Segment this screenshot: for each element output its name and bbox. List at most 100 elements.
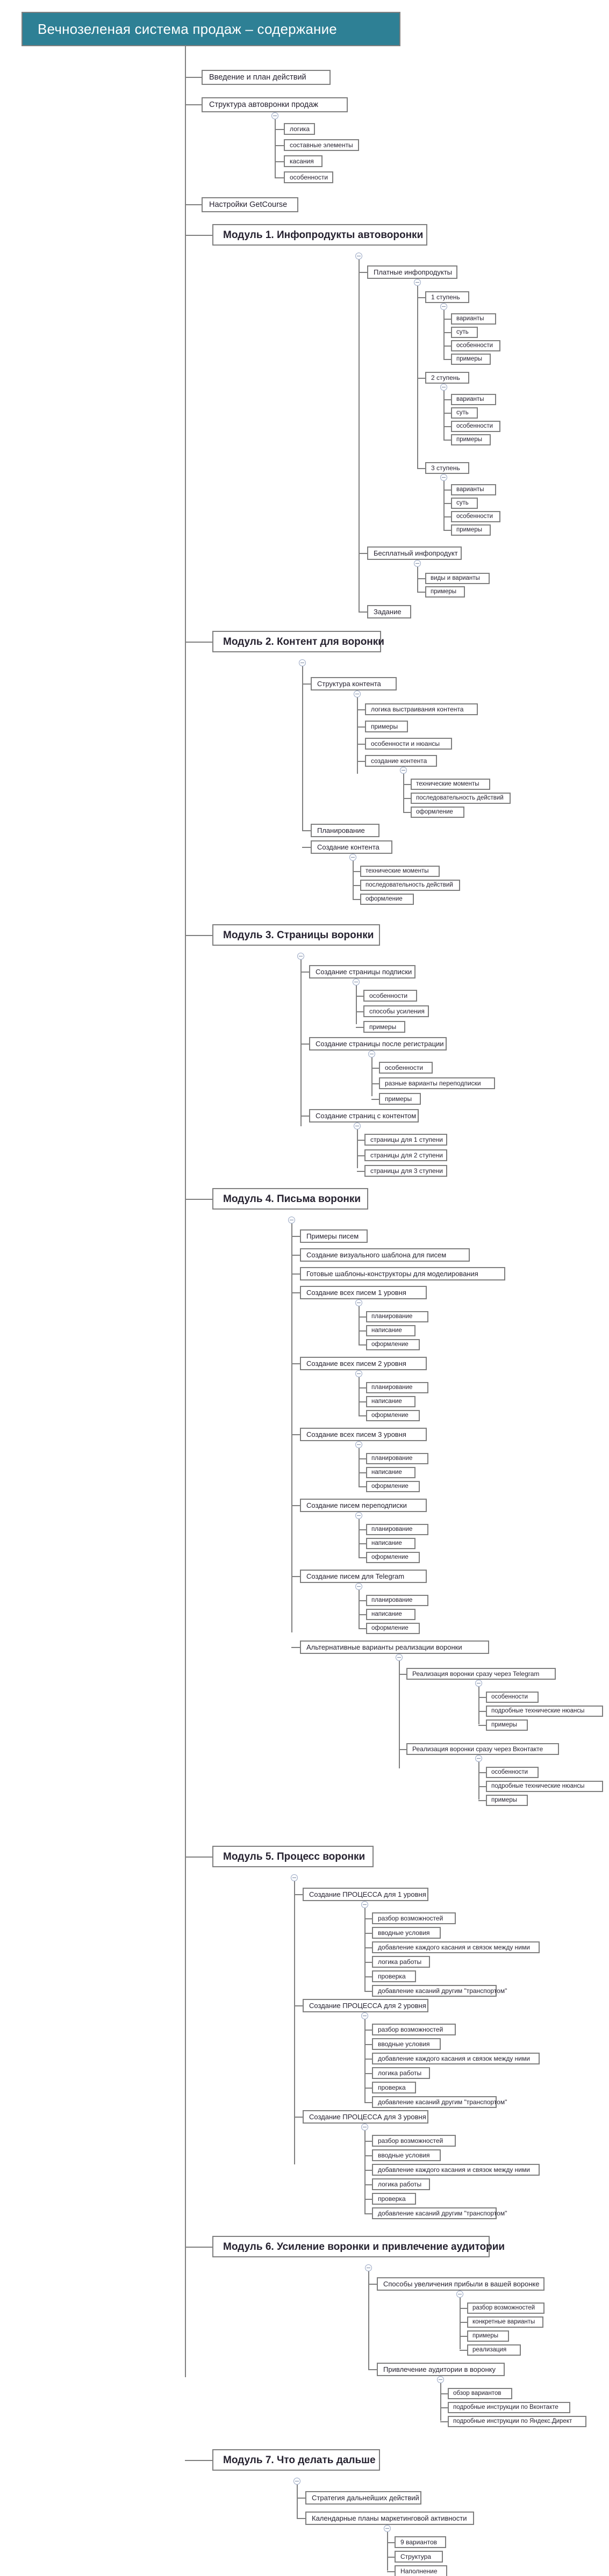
node-letter-design[interactable]: оформление (366, 1481, 420, 1492)
node-module-6[interactable]: Модуль 6. Усиление воронки и привлечение… (212, 2236, 505, 2257)
node-process-conditions[interactable]: вводные условия (372, 1927, 441, 1939)
node-marketing-calendar[interactable]: Календарные планы маркетинговой активнос… (305, 2512, 474, 2525)
node-letters-level-3[interactable]: Создание всех писем 3 уровня (300, 1428, 427, 1441)
collapse-minus-icon[interactable] (355, 1512, 362, 1519)
collapse-minus-icon[interactable] (437, 2376, 444, 2383)
node-stage2-variants[interactable]: варианты (451, 394, 496, 405)
node-process-add-touches[interactable]: добавление каждого касания и связок межд… (372, 1941, 540, 1953)
node-process-other-transport[interactable]: добавление касаний другим "транспортом" (372, 2207, 507, 2219)
collapse-minus-icon[interactable] (353, 978, 360, 985)
collapse-minus-icon[interactable] (475, 1680, 482, 1687)
node-funnel-via-vkontakte[interactable]: Реализация воронки сразу через Вконтакте (406, 1743, 559, 1755)
node-paid-infoproducts[interactable]: Платные инфопродукты (367, 265, 457, 279)
node-letter-planning[interactable]: планирование (366, 1453, 428, 1464)
node-stage3-essence[interactable]: суть (451, 498, 478, 509)
node-stage1-essence[interactable]: суть (451, 327, 478, 338)
node-letter-planning[interactable]: планирование (366, 1595, 428, 1606)
node-letter-writing[interactable]: написание (366, 1609, 415, 1620)
collapse-minus-icon[interactable] (361, 2012, 368, 2019)
node-content-features[interactable]: особенности и нюансы (365, 738, 452, 750)
node-pages-stage-3[interactable]: страницы для 3 ступени (364, 1165, 447, 1177)
node-letters-telegram[interactable]: Создание писем для Telegram (300, 1570, 427, 1583)
node-process-other-transport[interactable]: добавление касаний другим "транспортом" (372, 2096, 507, 2108)
collapse-minus-icon[interactable] (396, 1654, 403, 1661)
node-calendar-9-variants[interactable]: 9 вариантов (395, 2536, 446, 2548)
node-reg-examples[interactable]: примеры (379, 1093, 421, 1105)
root-title-node[interactable]: Вечнозеленая система продаж – содержание (22, 12, 400, 46)
collapse-minus-icon[interactable] (475, 1755, 482, 1762)
node-content-structure[interactable]: Структура контента (311, 677, 397, 690)
node-profit-implementation[interactable]: реализация (467, 2344, 521, 2356)
node-process-check[interactable]: проверка (372, 1970, 416, 1982)
node-process-capabilities[interactable]: разбор возможностей (372, 1912, 456, 1924)
node-stage3-examples[interactable]: примеры (451, 524, 491, 536)
node-subscribe-features[interactable]: особенности (363, 990, 417, 1002)
node-letter-design[interactable]: оформление (366, 1552, 420, 1563)
collapse-minus-icon[interactable] (354, 690, 361, 697)
node-process-check[interactable]: проверка (372, 2082, 416, 2093)
node-process-level-3[interactable]: Создание ПРОЦЕССА для 3 уровня (303, 2110, 428, 2124)
node-structure-touches[interactable]: касания (284, 155, 323, 167)
node-letter-design[interactable]: оформление (366, 1410, 420, 1421)
node-alternative-variants[interactable]: Альтернативные варианты реализации ворон… (300, 1640, 489, 1654)
node-process-conditions[interactable]: вводные условия (372, 2038, 441, 2050)
node-technical-moments[interactable]: технические моменты (360, 866, 440, 877)
node-stage-1[interactable]: 1 ступень (425, 291, 469, 303)
node-process-level-1[interactable]: Создание ПРОЦЕССА для 1 уровня (303, 1888, 428, 1901)
node-stage1-features[interactable]: особенности (451, 340, 500, 351)
node-stage1-examples[interactable]: примеры (451, 354, 491, 365)
node-free-kinds[interactable]: виды и варианты (425, 573, 490, 584)
node-letter-writing[interactable]: написание (366, 1467, 415, 1478)
node-after-registration-page[interactable]: Создание страницы после регистрации (309, 1037, 447, 1050)
collapse-minus-icon[interactable] (291, 1874, 298, 1881)
node-audience-attraction[interactable]: Привлечение аудитории в воронку (377, 2363, 505, 2376)
node-attract-direct-instructions[interactable]: подробные инструкции по Яндекс.Директ (448, 2416, 586, 2427)
node-structure-elements[interactable]: составные элементы (284, 139, 359, 151)
node-reg-features[interactable]: особенности (379, 1062, 433, 1074)
node-intro[interactable]: Введение и план действий (202, 70, 331, 85)
node-stage2-essence[interactable]: суть (451, 407, 478, 419)
node-profit-examples[interactable]: примеры (467, 2330, 509, 2342)
node-free-examples[interactable]: примеры (425, 586, 465, 598)
collapse-minus-icon[interactable] (440, 303, 447, 310)
node-stage3-features[interactable]: особенности (451, 511, 500, 522)
node-free-infoproduct[interactable]: Бесплатный инфопродукт (367, 546, 462, 560)
node-subscribe-examples[interactable]: примеры (363, 1021, 405, 1033)
node-process-conditions[interactable]: вводные условия (372, 2149, 441, 2161)
node-getcourse-settings[interactable]: Настройки GetCourse (202, 197, 298, 212)
collapse-minus-icon[interactable] (355, 253, 362, 260)
node-process-capabilities[interactable]: разбор возможностей (372, 2135, 456, 2147)
collapse-minus-icon[interactable] (361, 1901, 368, 1908)
collapse-minus-icon[interactable] (414, 560, 421, 567)
node-letter-writing[interactable]: написание (366, 1396, 415, 1407)
node-process-other-transport[interactable]: добавление касаний другим "транспортом" (372, 1985, 507, 1997)
node-process-logic[interactable]: логика работы (372, 2178, 430, 2190)
node-funnel-structure[interactable]: Структура автовронки продаж (202, 97, 348, 112)
collapse-minus-icon[interactable] (355, 1299, 362, 1306)
node-vk-examples[interactable]: примеры (486, 1795, 528, 1806)
node-reg-resubscribe-variants[interactable]: разные варианты переподписки (379, 1077, 495, 1089)
node-strategy-next-steps[interactable]: Стратегия дальнейших действий (305, 2491, 421, 2505)
node-task[interactable]: Задание (367, 605, 411, 618)
node-letter-design[interactable]: оформление (366, 1623, 420, 1634)
node-profit-variants[interactable]: конкретные варианты (467, 2316, 543, 2328)
collapse-minus-icon[interactable] (293, 2478, 300, 2485)
node-letter-writing[interactable]: написание (366, 1325, 415, 1336)
node-letter-planning[interactable]: планирование (366, 1524, 428, 1535)
node-structure-features[interactable]: особенности (284, 171, 333, 183)
collapse-minus-icon[interactable] (365, 2264, 372, 2271)
node-letter-planning[interactable]: планирование (366, 1311, 428, 1322)
collapse-minus-icon[interactable] (349, 854, 356, 861)
node-process-add-touches[interactable]: добавление каждого касания и связок межд… (372, 2164, 540, 2176)
node-stage1-variants[interactable]: варианты (451, 313, 496, 325)
node-technical-moments[interactable]: технические моменты (411, 779, 490, 790)
node-content-creation[interactable]: создание контента (365, 755, 437, 767)
node-module-5[interactable]: Модуль 5. Процесс воронки (212, 1846, 374, 1867)
node-action-sequence[interactable]: последовательность действий (411, 793, 511, 804)
collapse-minus-icon[interactable] (355, 1370, 362, 1377)
collapse-minus-icon[interactable] (440, 384, 447, 391)
node-calendar-filling[interactable]: Наполнение (395, 2565, 447, 2576)
node-subscribe-boost[interactable]: способы усиления (363, 1005, 429, 1017)
collapse-minus-icon[interactable] (414, 279, 421, 286)
node-module-3[interactable]: Модуль 3. Страницы воронки (212, 924, 380, 946)
